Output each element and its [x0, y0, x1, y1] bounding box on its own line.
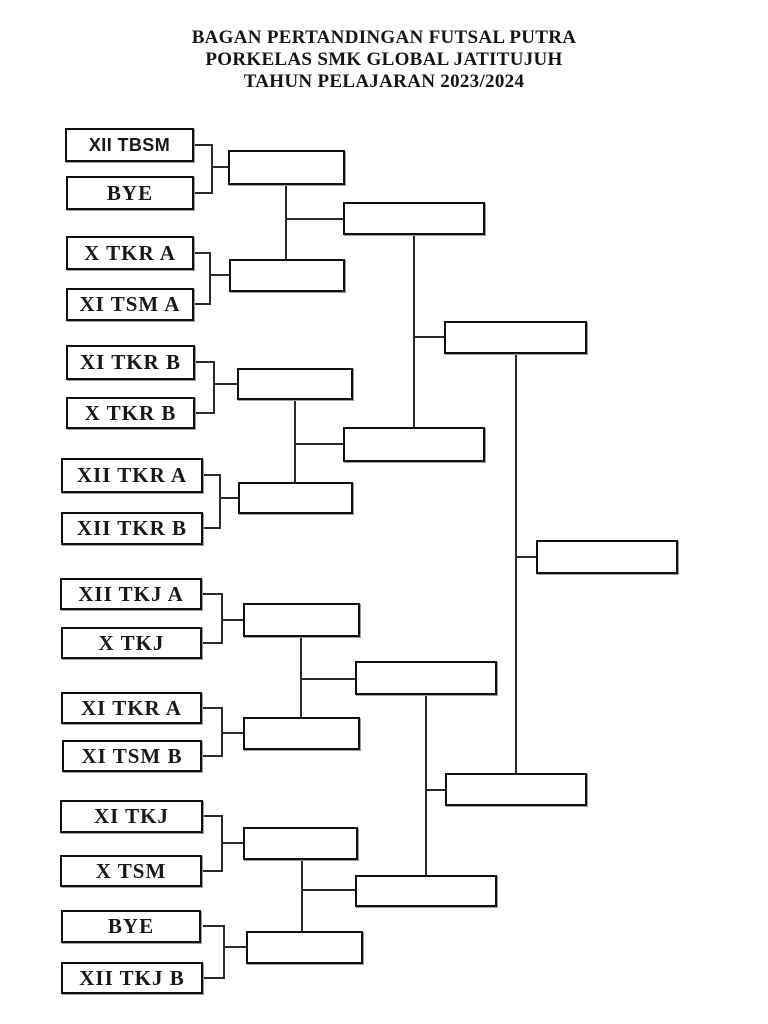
round2-slot-4	[238, 482, 353, 514]
team-xi-tsm-a: XI TSM A	[66, 288, 194, 321]
round2-slot-1	[228, 150, 345, 185]
team-label: X TKR B	[84, 400, 177, 425]
team-xii-tkr-a: XII TKR A	[61, 458, 203, 493]
round3-slot-3	[355, 661, 497, 695]
team-xi-tkr-b: XI TKR B	[66, 345, 195, 380]
team-xii-tkr-b: XII TKR B	[61, 512, 203, 545]
team-label: XII TKJ A	[78, 581, 184, 606]
team-xii-tkj-a: XII TKJ A	[60, 578, 202, 610]
title-line-2: PORKELAS SMK GLOBAL JATITUJUH	[205, 49, 563, 70]
round2-slot-6	[243, 717, 360, 750]
team-bye-2: BYE	[61, 910, 201, 943]
semifinal-slot-1	[444, 321, 587, 354]
team-x-tsm: X TSM	[60, 855, 202, 887]
round3-slot-4	[355, 875, 497, 907]
round2-slot-7	[243, 827, 358, 860]
title-line-1: BAGAN PERTANDINGAN FUTSAL PUTRA	[191, 27, 577, 48]
team-label: X TKR A	[84, 240, 176, 265]
team-x-tkr-a: X TKR A	[66, 236, 194, 270]
team-label: XII TKJ B	[79, 965, 185, 990]
team-label: XII TKR A	[76, 463, 188, 487]
team-label: XI TKR A	[81, 695, 182, 720]
semifinal-slot-2	[445, 773, 587, 806]
team-label: BYE	[106, 180, 154, 205]
team-label: BYE	[107, 914, 155, 938]
team-label: XII TBSM	[88, 134, 171, 155]
page-title: BAGAN PERTANDINGAN FUTSAL PUTRA PORKELAS…	[0, 27, 768, 93]
round2-slot-5	[243, 603, 360, 637]
team-xii-tbsm: XII TBSM	[65, 128, 194, 162]
round2-slot-2	[229, 259, 345, 292]
team-label: XI TSM B	[81, 743, 183, 768]
team-label: X TKJ	[98, 630, 165, 655]
team-label: XI TKJ	[93, 804, 170, 828]
team-label: XI TKR B	[80, 350, 181, 374]
team-x-tkr-b: X TKR B	[66, 397, 195, 429]
team-xi-tkj: XI TKJ	[60, 800, 203, 833]
team-label: XII TKR B	[76, 516, 188, 540]
team-label: XI TSM A	[79, 292, 181, 316]
team-bye-1: BYE	[66, 176, 194, 210]
team-x-tkj: X TKJ	[61, 627, 202, 659]
team-label: X TSM	[95, 858, 167, 883]
team-xi-tsm-b: XI TSM B	[62, 740, 202, 772]
team-xii-tkj-b: XII TKJ B	[61, 962, 203, 994]
round3-slot-2	[343, 427, 485, 462]
round2-slot-8	[246, 931, 363, 964]
title-line-3: TAHUN PELAJARAN 2023/2024	[243, 71, 525, 92]
team-xi-tkr-a: XI TKR A	[61, 692, 202, 724]
round2-slot-3	[237, 368, 353, 400]
final-slot	[536, 540, 678, 574]
round3-slot-1	[343, 202, 485, 235]
